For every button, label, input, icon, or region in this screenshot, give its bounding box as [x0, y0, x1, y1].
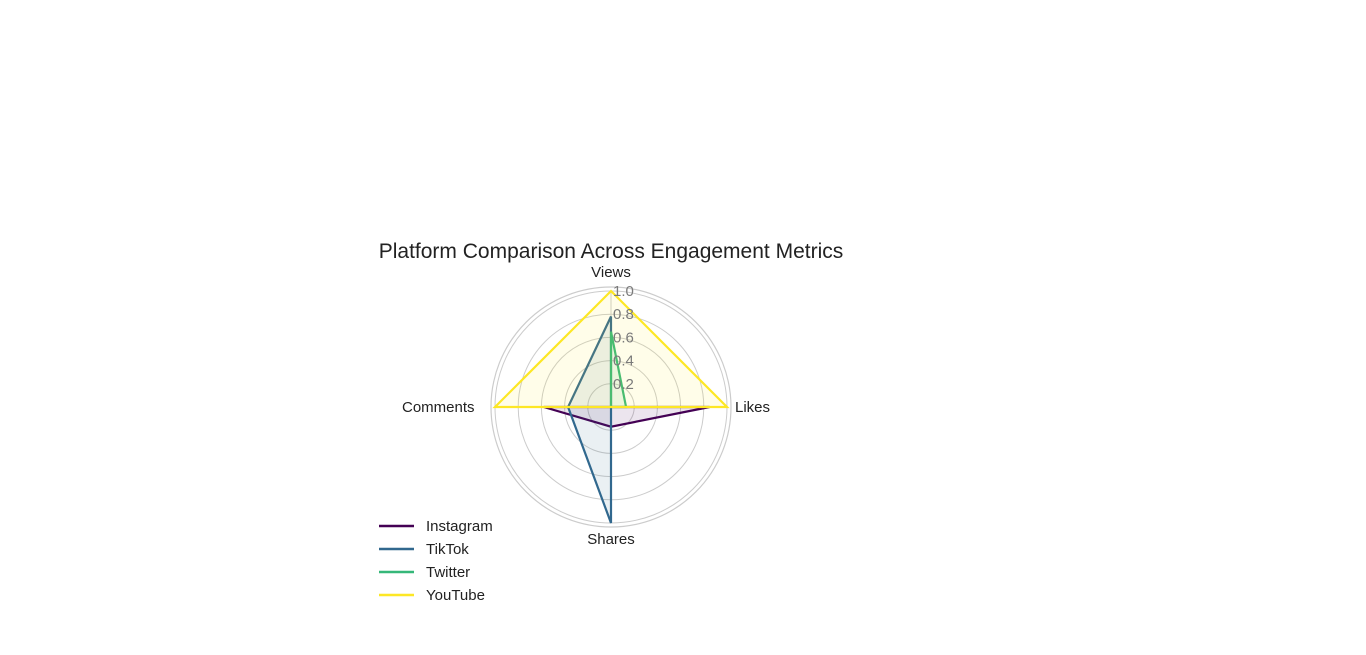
- series-fill-tiktok: [568, 316, 611, 523]
- series-fill-youtube: [495, 291, 727, 407]
- series-line-youtube: [492, 289, 730, 409]
- axis-label-comments: Comments: [402, 399, 475, 416]
- series-layer: [492, 289, 730, 524]
- r-tick-label: 0.6: [613, 329, 634, 346]
- axis-label-shares: Shares: [587, 531, 635, 548]
- tick-layer: 0.2 0.4 0.6 0.8 1.0: [613, 283, 634, 393]
- legend-label-twitter: Twitter: [426, 564, 470, 581]
- series-fill-instagram: [543, 407, 710, 427]
- chart-title: Platform Comparison Across Engagement Me…: [379, 240, 844, 263]
- r-tick-label: 1.0: [613, 283, 634, 300]
- r-tick-label: 0.8: [613, 306, 634, 323]
- r-tick-label: 0.4: [613, 353, 634, 370]
- legend-label-youtube: YouTube: [426, 587, 485, 604]
- axis-label-views: Views: [591, 264, 631, 281]
- legend-label-tiktok: TikTok: [426, 541, 469, 558]
- r-tick-label: 0.2: [613, 376, 634, 393]
- outer-frame-circle: [490, 286, 732, 528]
- legend-label-instagram: Instagram: [426, 518, 493, 535]
- axis-label-likes: Likes: [735, 399, 770, 416]
